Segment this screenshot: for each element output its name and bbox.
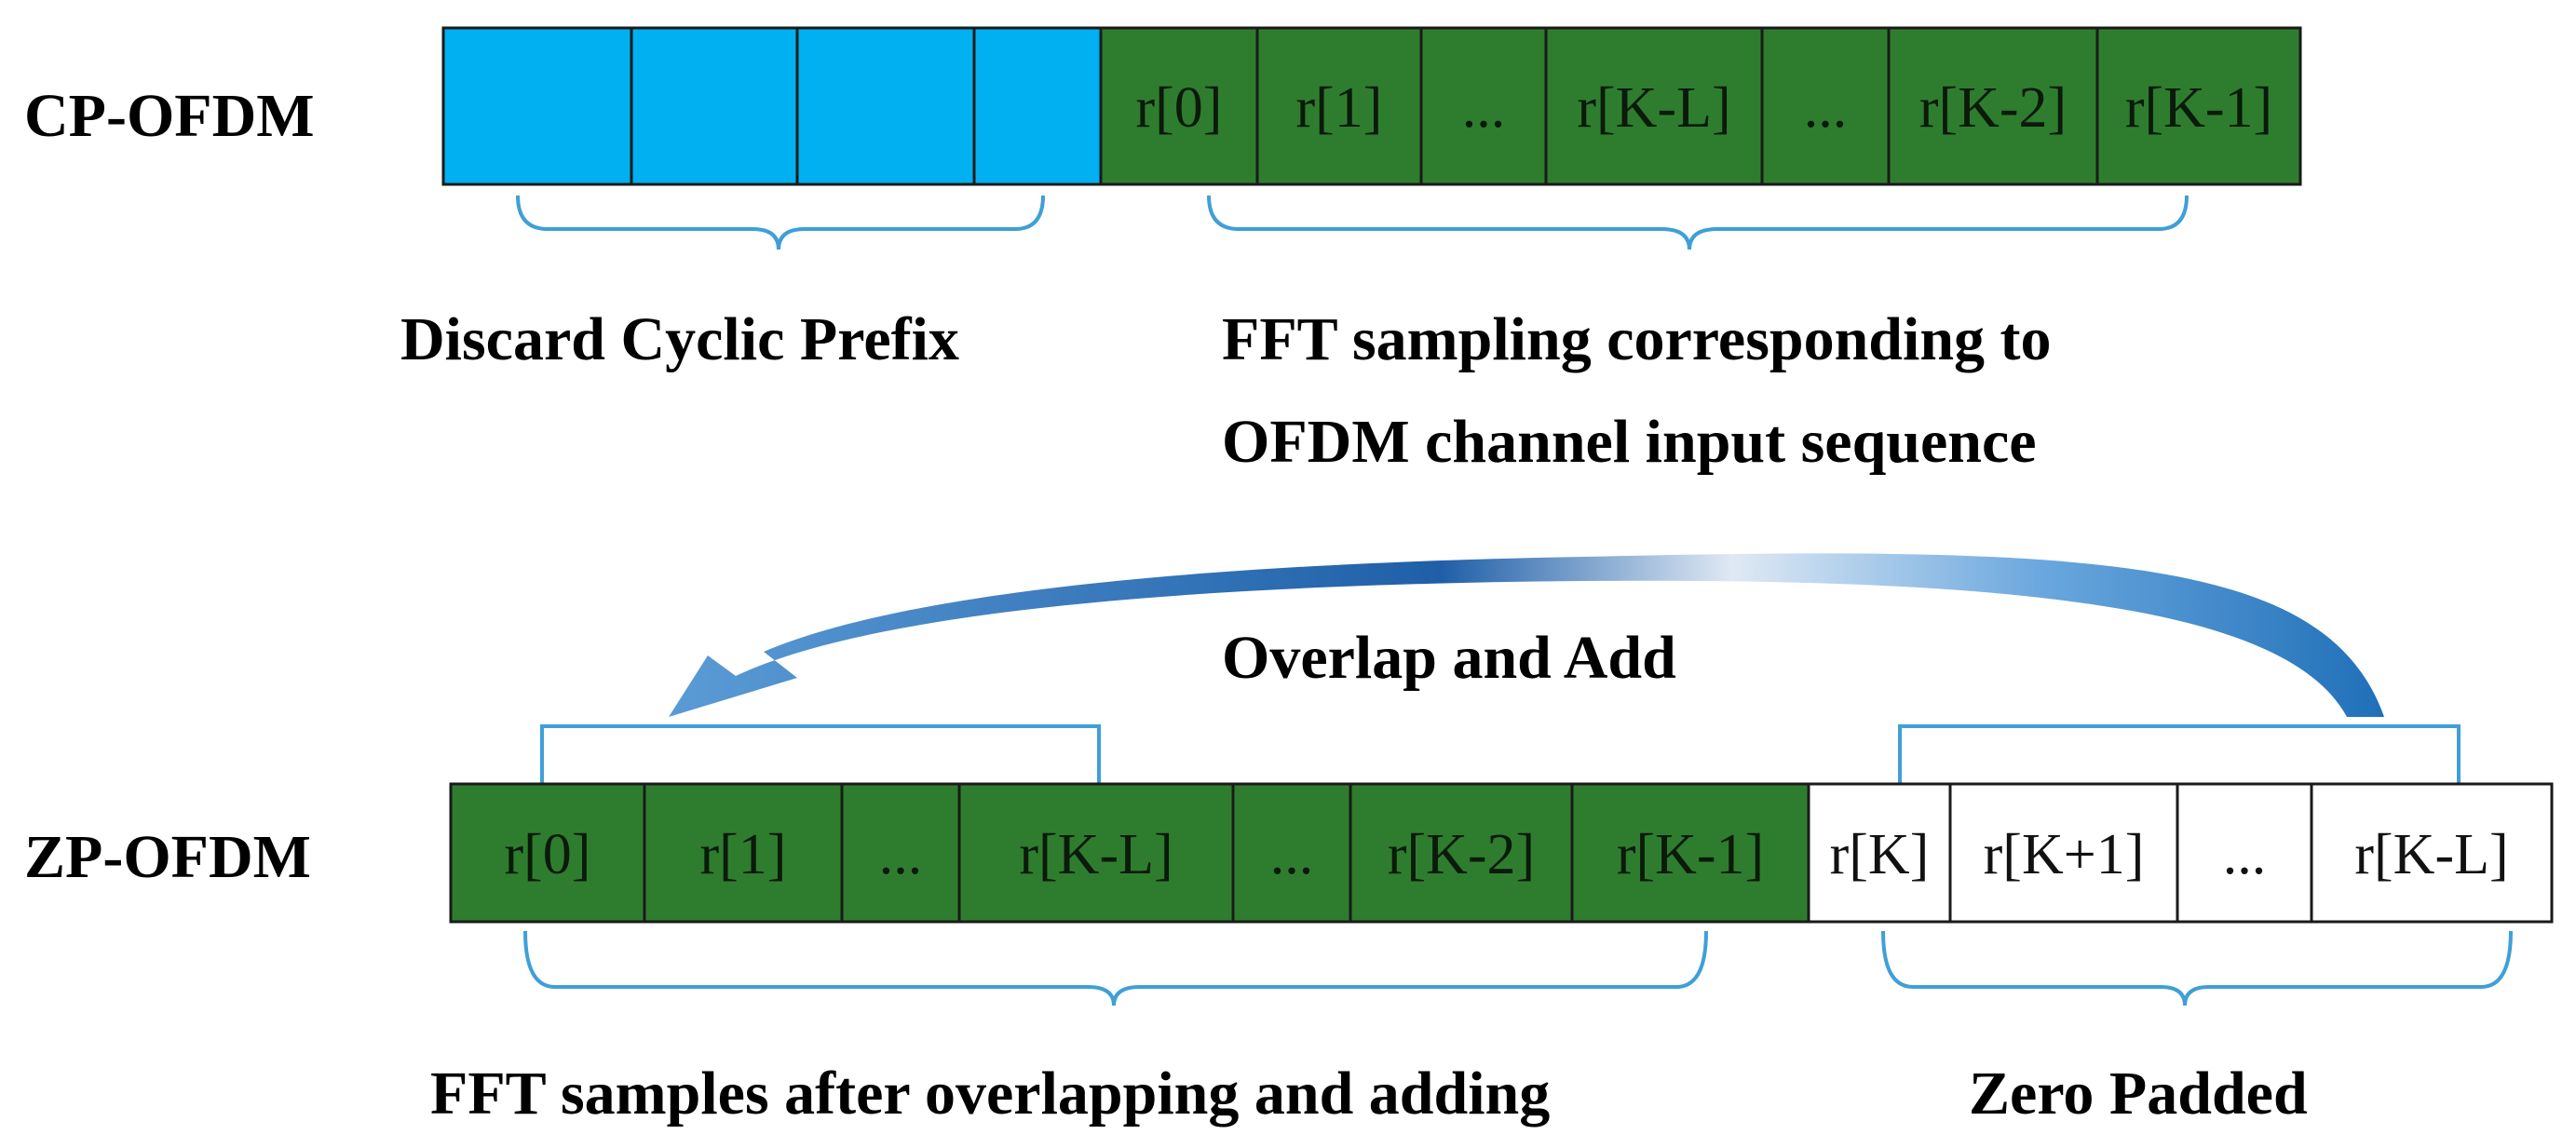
cp-sample-cell: r[1] xyxy=(1255,26,1423,186)
zp-zero-box xyxy=(1948,782,2179,924)
zp-sample-label: r[0] xyxy=(505,823,591,886)
cp-prefix-box xyxy=(630,26,799,186)
zp-zero-label: ... xyxy=(2223,823,2267,886)
zp-sample-cell: r[1] xyxy=(643,782,844,924)
zp-ofdm-label: ZP-OFDM xyxy=(24,823,311,891)
cp-prefix-box xyxy=(795,26,976,186)
zp-sample-label: r[1] xyxy=(700,823,787,886)
zp-sample-cell: ... xyxy=(1231,782,1352,924)
zp-sample-cell: r[0] xyxy=(449,782,646,924)
cp-sample-label: r[1] xyxy=(1296,76,1383,140)
cp-sample-label: r[K-2] xyxy=(1919,76,2067,140)
zp-sample-box xyxy=(957,782,1235,924)
zp-zero-label: r[K-L] xyxy=(2354,823,2508,886)
fft-sampling-brace xyxy=(1207,195,2189,250)
zp-sample-box xyxy=(449,782,646,924)
cp-prefix-cell xyxy=(972,26,1103,186)
fft-sampling-caption-line2: OFDM channel input sequence xyxy=(1222,408,2037,476)
zp-sample-box xyxy=(643,782,844,924)
zp-sample-cell: r[K-1] xyxy=(1570,782,1810,924)
cp-sample-cells: r[0] r[1]... r[K-L]... r[K-2] r[K-1] xyxy=(1099,26,2302,186)
zp-sample-cell: r[K-2] xyxy=(1349,782,1574,924)
zp-sample-box xyxy=(840,782,961,924)
zp-zero-cell: r[K] xyxy=(1807,782,1952,924)
cp-sample-box xyxy=(1419,26,1548,186)
cp-sample-cell: r[K-2] xyxy=(1887,26,2099,186)
cp-prefix-box xyxy=(972,26,1103,186)
cp-sample-label: r[K-1] xyxy=(2125,76,2272,140)
zp-zero-cells: r[K] r[K+1]... r[K-L] xyxy=(1807,782,2554,924)
zero-source-bracket xyxy=(1898,724,2461,784)
zp-sample-cells: r[0] r[1]... r[K-L]... r[K-2] r[K-1] xyxy=(449,782,1810,924)
overlap-target-bracket xyxy=(540,724,1101,784)
zp-sample-cell: ... xyxy=(840,782,961,924)
fft-sampling-caption-line1: FFT sampling corresponding to xyxy=(1222,305,2052,373)
zp-sample-label: ... xyxy=(879,823,923,886)
cp-sample-box xyxy=(1887,26,2099,186)
zp-sample-cell: r[K-L] xyxy=(957,782,1235,924)
cp-sample-label: r[0] xyxy=(1136,76,1223,140)
cp-sample-label: ... xyxy=(1462,76,1506,140)
cp-sample-box xyxy=(2095,26,2302,186)
overlap-add-arrow xyxy=(669,553,2384,717)
zp-sample-label: r[K-1] xyxy=(1617,823,1764,886)
cp-prefix-cells xyxy=(441,26,1103,186)
cp-sample-box xyxy=(1099,26,1259,186)
zp-sample-label: r[K-L] xyxy=(1019,823,1173,886)
zp-sample-box xyxy=(1231,782,1352,924)
cp-sample-label: ... xyxy=(1804,76,1848,140)
zp-zero-cell: r[K+1] xyxy=(1948,782,2179,924)
cp-prefix-box xyxy=(441,26,633,186)
zp-sample-label: ... xyxy=(1270,823,1314,886)
cp-prefix-cell xyxy=(630,26,799,186)
zp-zero-box xyxy=(2310,782,2554,924)
discard-prefix-caption: Discard Cyclic Prefix xyxy=(400,305,959,373)
cp-sample-cell: r[0] xyxy=(1099,26,1259,186)
zp-zero-label: r[K] xyxy=(1830,823,1930,886)
zp-sample-box xyxy=(1349,782,1574,924)
cp-sample-box xyxy=(1544,26,1764,186)
cp-sample-cell: r[K-L] xyxy=(1544,26,1764,186)
discard-prefix-brace xyxy=(516,195,1045,250)
zp-sample-label: r[K-2] xyxy=(1388,823,1535,886)
zp-zero-box xyxy=(2176,782,2313,924)
cp-sample-cell: r[K-1] xyxy=(2095,26,2302,186)
fft-samples-caption: FFT samples after overlapping and adding xyxy=(430,1060,1550,1128)
zp-zero-box xyxy=(1807,782,1952,924)
cp-prefix-cell xyxy=(795,26,976,186)
zp-zero-cell: r[K-L] xyxy=(2310,782,2554,924)
zero-padded-brace xyxy=(1881,930,2513,1006)
cp-sample-box xyxy=(1760,26,1891,186)
cp-ofdm-label: CP-OFDM xyxy=(24,82,315,150)
fft-samples-brace xyxy=(523,930,1708,1006)
zp-zero-cell: ... xyxy=(2176,782,2313,924)
cp-sample-cell: ... xyxy=(1419,26,1548,186)
cp-sample-cell: ... xyxy=(1760,26,1891,186)
cp-prefix-cell xyxy=(441,26,633,186)
cp-sample-box xyxy=(1255,26,1423,186)
cp-sample-label: r[K-L] xyxy=(1577,76,1730,140)
zero-padded-caption: Zero Padded xyxy=(1969,1060,2308,1128)
overlap-add-label: Overlap and Add xyxy=(1222,624,1676,692)
zp-zero-label: r[K+1] xyxy=(1984,823,2145,886)
